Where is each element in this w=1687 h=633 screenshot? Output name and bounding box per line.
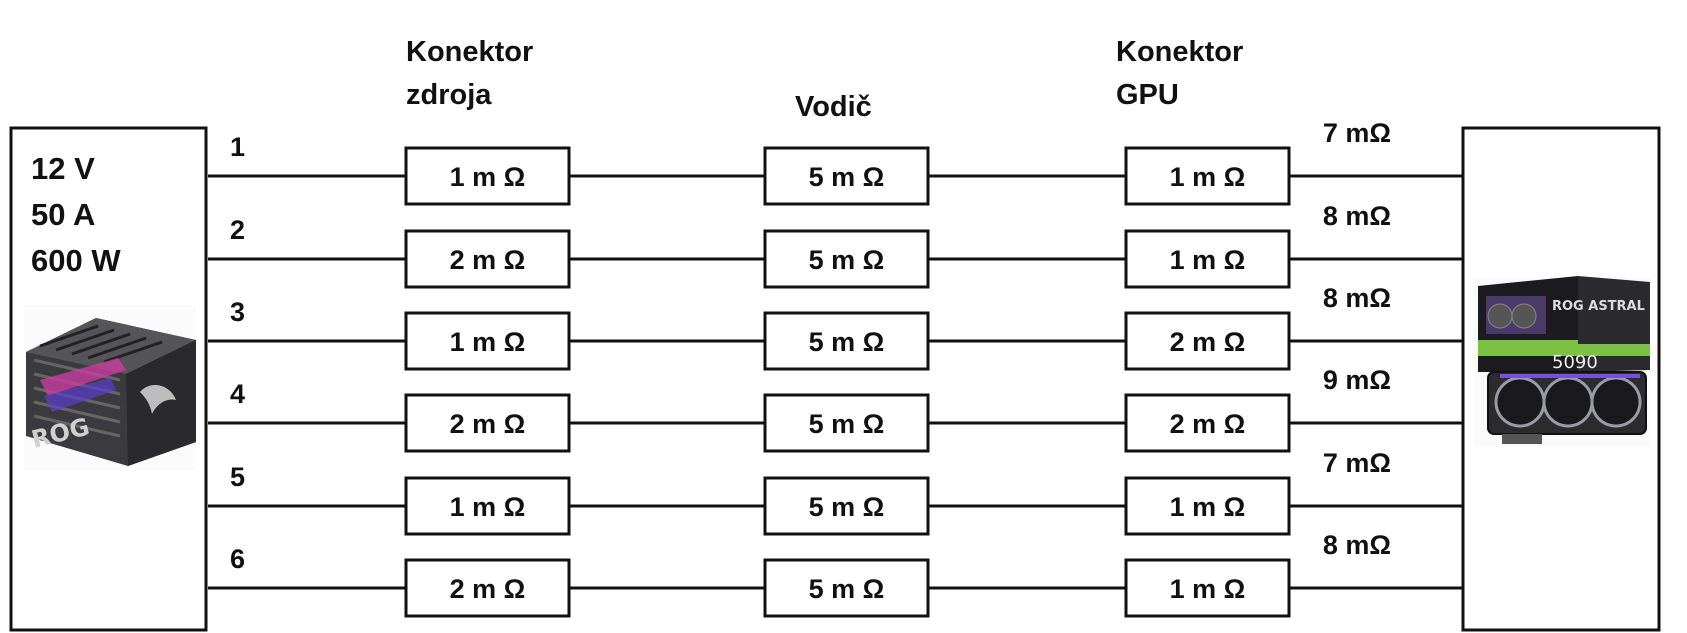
header-source-connector-line2: zdroja <box>406 79 492 111</box>
gpu-connector-resistor <box>1124 146 1291 206</box>
gpu-connector-resistor-value: 2 m Ω <box>1170 409 1246 439</box>
gpu-connector-resistor-value: 1 m Ω <box>1170 162 1246 192</box>
psu-image: ROG <box>24 305 196 470</box>
circuit-row: 3 1 m Ω 5 m Ω 2 m Ω 8 mΩ <box>208 283 1463 371</box>
source-connector-resistor-value: 1 m Ω <box>450 492 526 522</box>
gpu-connector-resistor-value: 1 m Ω <box>1170 245 1246 275</box>
pin-number: 1 <box>230 132 245 162</box>
circuit-row: 2 2 m Ω 5 m Ω 1 m Ω 8 mΩ <box>208 201 1463 289</box>
gpu-fan-icon <box>1542 376 1594 428</box>
gpu-connector-resistor <box>1124 393 1291 453</box>
gpu-fan-icon <box>1494 376 1546 428</box>
total-resistance: 8 mΩ <box>1323 530 1391 560</box>
gpu-model-text: 5090 <box>1552 352 1598 373</box>
column-headers: Konektor zdroja Vodič Konektor GPU <box>406 36 1243 123</box>
pin-number: 6 <box>230 544 245 574</box>
gpu-connector-resistor <box>1124 311 1291 371</box>
circuit-rows: 1 1 m Ω 5 m Ω 1 m Ω 7 mΩ 2 2 m Ω 5 m Ω 1 m Ω 8 mΩ… <box>208 118 1463 618</box>
supply-voltage: 12 V <box>31 151 95 186</box>
wire-resistor <box>763 146 930 206</box>
wire-resistor <box>763 476 930 536</box>
pin-number: 5 <box>230 462 245 492</box>
total-resistance: 8 mΩ <box>1323 201 1391 231</box>
gpu-connector-resistor-value: 2 m Ω <box>1170 327 1246 357</box>
total-resistance: 9 mΩ <box>1323 365 1391 395</box>
pin-number: 4 <box>230 379 245 409</box>
header-wire: Vodič <box>795 91 872 123</box>
source-connector-resistor <box>404 393 571 453</box>
header-gpu-connector-line2: GPU <box>1116 79 1179 111</box>
header-gpu-connector-line1: Konektor <box>1116 36 1243 68</box>
wire-resistor-value: 5 m Ω <box>809 327 885 357</box>
wire-resistor-value: 5 m Ω <box>809 574 885 604</box>
wire-resistor <box>763 311 930 371</box>
gpu-connector-resistor <box>1124 229 1291 289</box>
wire-resistor-value: 5 m Ω <box>809 409 885 439</box>
supply-power: 600 W <box>31 243 121 278</box>
gpu-connector-resistor-value: 1 m Ω <box>1170 492 1246 522</box>
wire-resistor-value: 5 m Ω <box>809 162 885 192</box>
gpu-connector-resistor <box>1124 558 1291 618</box>
source-connector-resistor <box>404 311 571 371</box>
wire-resistor <box>763 229 930 289</box>
power-supply: 12 V 50 A 600 W ROG <box>9 126 208 632</box>
source-connector-resistor <box>404 476 571 536</box>
wire-resistor <box>763 393 930 453</box>
source-connector-resistor-value: 1 m Ω <box>450 162 526 192</box>
wire-resistor-value: 5 m Ω <box>809 245 885 275</box>
circuit-row: 6 2 m Ω 5 m Ω 1 m Ω 8 mΩ <box>208 530 1463 618</box>
total-resistance: 7 mΩ <box>1323 448 1391 478</box>
total-resistance: 8 mΩ <box>1323 283 1391 313</box>
source-connector-resistor <box>404 146 571 206</box>
circuit-row: 1 1 m Ω 5 m Ω 1 m Ω 7 mΩ <box>208 118 1463 206</box>
circuit-row: 5 1 m Ω 5 m Ω 1 m Ω 7 mΩ <box>208 448 1463 536</box>
gpu-image: ROG ASTRAL 5090 <box>1474 276 1650 446</box>
pin-number: 2 <box>230 215 245 245</box>
source-connector-resistor-value: 2 m Ω <box>450 245 526 275</box>
source-connector-resistor <box>404 229 571 289</box>
header-source-connector-line1: Konektor <box>406 36 533 68</box>
total-resistance: 7 mΩ <box>1323 118 1391 148</box>
gpu-connector-resistor-value: 1 m Ω <box>1170 574 1246 604</box>
wire-resistor-value: 5 m Ω <box>809 492 885 522</box>
gpu-load: ROG ASTRAL 5090 <box>1461 126 1661 632</box>
source-connector-resistor-value: 2 m Ω <box>450 409 526 439</box>
gpu-fan-icon <box>1590 376 1642 428</box>
gpu-box-brand-text: ROG ASTRAL <box>1552 299 1645 314</box>
pin-number: 3 <box>230 297 245 327</box>
rog-logo-icon <box>140 385 176 414</box>
source-connector-resistor-value: 1 m Ω <box>450 327 526 357</box>
gpu-connector-resistor <box>1124 476 1291 536</box>
supply-current: 50 A <box>31 197 95 232</box>
source-connector-resistor <box>404 558 571 618</box>
wire-resistor <box>763 558 930 618</box>
circuit-row: 4 2 m Ω 5 m Ω 2 m Ω 9 mΩ <box>208 365 1463 453</box>
source-connector-resistor-value: 2 m Ω <box>450 574 526 604</box>
